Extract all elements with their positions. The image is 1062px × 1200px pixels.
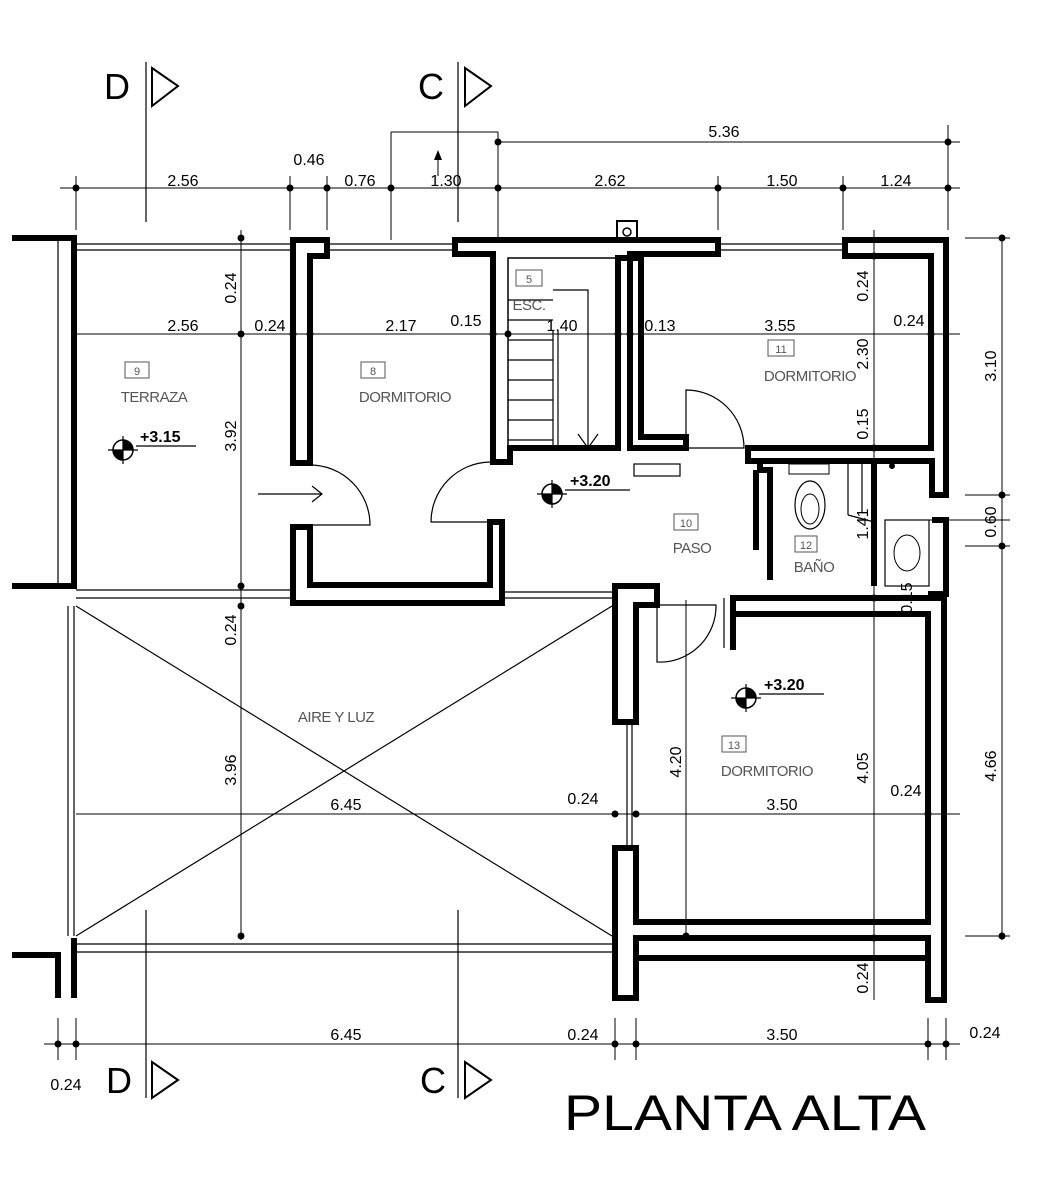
dim-label: 3.96 (223, 754, 240, 785)
dim-label: 3.10 (983, 350, 1000, 381)
dim-label: 6.45 (330, 797, 361, 814)
level-value: +3.20 (764, 677, 805, 694)
section-label: D (106, 1060, 132, 1101)
dim-label: 2.17 (385, 318, 416, 335)
room-esc: 5 ESC. (512, 269, 546, 314)
room-paso: 10 PASO (673, 513, 712, 557)
room-name: BAÑO (794, 559, 835, 576)
level-value: +3.20 (570, 473, 611, 490)
room-terraza: 9 TERRAZA (121, 361, 188, 406)
void-label: AIRE Y LUZ (298, 709, 374, 726)
dim-label: 0.24 (223, 272, 240, 303)
room-number: 5 (526, 274, 532, 286)
dim-label: 4.05 (855, 752, 872, 783)
aire-y-luz-void: AIRE Y LUZ (75, 605, 613, 937)
dim-label: 4.20 (668, 746, 685, 777)
dim-label: 5.36 (708, 124, 739, 141)
section-label: C (420, 1060, 446, 1101)
room-number: 10 (680, 518, 692, 530)
dim-label: 2.62 (594, 173, 625, 190)
room-number: 8 (370, 366, 376, 378)
section-marker-c-bottom: C (420, 910, 493, 1101)
dim-label: 0.24 (855, 962, 872, 993)
level-marker-terraza: +3.15 (108, 429, 196, 464)
level-value: +3.15 (140, 429, 181, 446)
dim-label: 0.24 (50, 1077, 81, 1094)
dim-label: 0.60 (983, 506, 1000, 537)
dim-label: 0.24 (254, 318, 285, 335)
dim-label: 1.41 (855, 508, 872, 539)
dim-label: 6.45 (330, 1027, 361, 1044)
dim-label: 1.40 (546, 318, 577, 335)
room-dormitorio-11: 11 DORMITORIO (764, 339, 857, 385)
dim-label: 2.56 (167, 318, 198, 335)
room-number: 13 (728, 740, 740, 752)
level-marker-dormitorio: +3.20 (731, 677, 824, 712)
dim-label: 2.30 (855, 338, 872, 369)
room-dormitorio-13: 13 DORMITORIO (721, 735, 814, 780)
section-label: D (104, 66, 130, 107)
walls (12, 220, 949, 1003)
section-marker-d-bottom: D (106, 910, 180, 1101)
dim-label: 1.50 (766, 173, 797, 190)
doors (258, 389, 759, 663)
dim-label: 0.15 (855, 408, 872, 439)
dim-label: 3.55 (764, 318, 795, 335)
dim-label: 1.30 (430, 173, 461, 190)
dim-label: 3.50 (766, 1027, 797, 1044)
dim-label: 0.15 (450, 313, 481, 330)
dim-label: 0.24 (969, 1025, 1000, 1042)
dim-label: 0.13 (644, 318, 675, 335)
dim-label: 0.24 (890, 783, 921, 800)
level-marker-paso: +3.20 (537, 473, 630, 508)
room-bano: 12 BAÑO (794, 535, 835, 576)
stair (507, 257, 681, 477)
dim-label: 1.24 (880, 173, 911, 190)
dim-label: 0.15 (899, 582, 916, 613)
room-name: ESC. (512, 297, 545, 314)
room-name: DORMITORIO (359, 389, 451, 406)
dim-label: 0.24 (567, 1027, 598, 1044)
room-name: DORMITORIO (764, 368, 856, 385)
dim-label: 3.92 (223, 420, 240, 451)
dim-label: 0.76 (344, 173, 375, 190)
bathroom-fixtures (788, 462, 930, 587)
dim-label: 0.24 (893, 313, 924, 330)
interior-dimensions: 2.56 0.24 2.17 0.15 1.40 0.13 3.55 0.24 … (76, 230, 1010, 1000)
room-number: 12 (800, 540, 812, 552)
section-marker-d-top: D (104, 62, 180, 222)
dim-label: 0.24 (567, 791, 598, 808)
dim-label: 0.46 (293, 152, 324, 169)
dim-label: 0.24 (855, 270, 872, 301)
dim-label: 2.56 (167, 173, 198, 190)
room-dormitorio-8: 8 DORMITORIO (359, 361, 452, 406)
room-number: 9 (134, 366, 140, 378)
top-dimensions: 5.36 2.56 0.46 0.76 1.30 2.62 1.50 1.24 (60, 124, 960, 240)
plan-title: PLANTA ALTA (564, 1085, 927, 1141)
room-name: PASO (673, 540, 712, 557)
section-marker-c-top: C (418, 62, 493, 222)
room-number: 11 (775, 344, 786, 356)
room-name: DORMITORIO (721, 763, 813, 780)
dim-label: 0.24 (223, 614, 240, 645)
dim-label: 4.66 (983, 750, 1000, 781)
bottom-dimensions: 6.45 0.24 3.50 0.24 0.24 (44, 1018, 1001, 1094)
dim-label: 3.50 (766, 797, 797, 814)
room-name: TERRAZA (121, 389, 188, 406)
section-label: C (418, 66, 444, 107)
